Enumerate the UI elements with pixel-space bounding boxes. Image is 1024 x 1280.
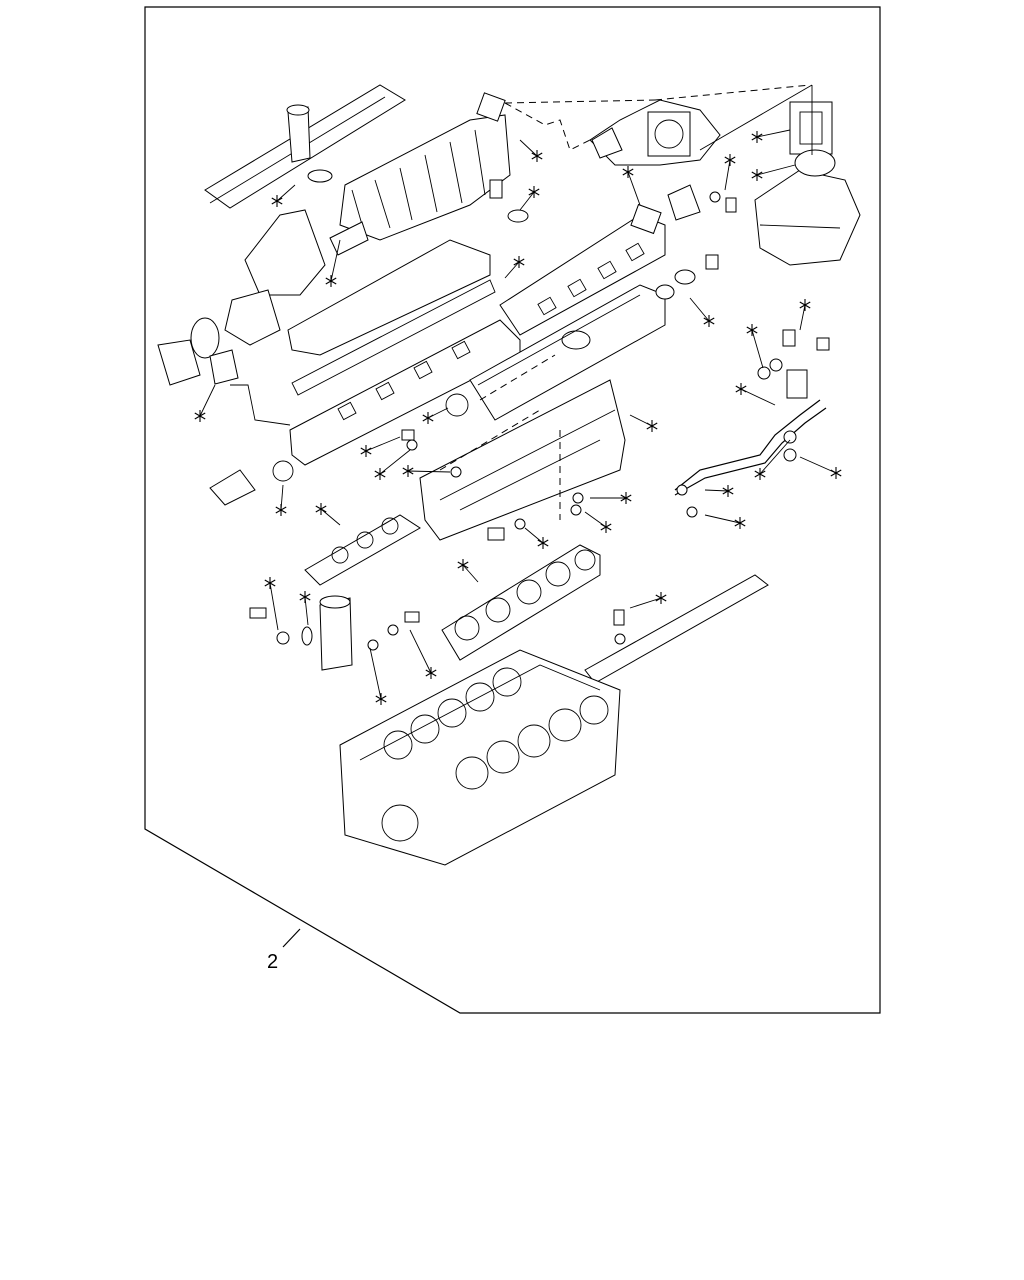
- marker-leader: [369, 647, 382, 700]
- marker-leader: [799, 304, 806, 331]
- marker-leader: [751, 329, 764, 369]
- leader-line: [699, 84, 813, 155]
- oil-filter: [319, 595, 353, 671]
- marker-leader: [280, 484, 284, 511]
- marker-leader: [407, 470, 451, 473]
- intake-elbow: [589, 99, 721, 221]
- cover-gasket: [287, 239, 496, 396]
- marker-leader: [689, 297, 710, 322]
- asterisk-markers: [194, 129, 842, 705]
- marker-leader: [756, 164, 796, 176]
- dashed-leader: [654, 84, 811, 101]
- leader-line: [230, 384, 291, 426]
- marker-leader: [740, 388, 776, 406]
- fuel-line: [674, 369, 827, 518]
- marker-leader: [704, 489, 729, 492]
- air-filter-housing: [754, 101, 861, 266]
- marker-leader: [409, 629, 432, 674]
- cylinder-head: [419, 379, 626, 541]
- exhaust-pipe: [157, 209, 326, 386]
- marker-leader: [330, 239, 341, 282]
- marker-leader: [629, 414, 653, 427]
- intake-manifold: [329, 92, 511, 256]
- hardware: [209, 179, 830, 651]
- camshaft: [584, 574, 769, 684]
- marker-leader: [379, 449, 411, 475]
- diagram-frame: [144, 6, 881, 1014]
- marker-leader: [504, 261, 520, 279]
- marker-leader: [584, 511, 607, 528]
- marker-leader: [724, 159, 731, 191]
- marker-leader: [756, 129, 791, 138]
- valve-cover: [469, 284, 666, 421]
- marker-leader: [629, 597, 662, 609]
- marker-leader: [519, 139, 538, 157]
- dashed-leader: [504, 99, 656, 104]
- marker-leader: [276, 184, 296, 202]
- exhaust-manifold: [499, 203, 666, 336]
- marker-leader: [199, 384, 216, 417]
- marker-leader: [320, 508, 341, 526]
- dashed-leader: [439, 354, 561, 520]
- head-gasket: [441, 544, 601, 661]
- callout-number: 2: [267, 951, 278, 973]
- marker-leader: [759, 439, 791, 475]
- marker-leader: [462, 564, 479, 583]
- marker-leader: [427, 407, 449, 419]
- marker-leader: [799, 456, 837, 474]
- marker-leader: [627, 171, 641, 206]
- marker-leader: [304, 596, 309, 626]
- marker-leader: [269, 582, 279, 631]
- marker-leader: [365, 436, 401, 452]
- callout-leader: [282, 928, 301, 948]
- dashed-leader: [504, 102, 591, 151]
- marker-leader: [519, 191, 535, 211]
- head-gasket-small: [304, 514, 421, 586]
- marker-leader: [704, 514, 741, 524]
- intake-cover: [204, 84, 406, 209]
- marker-leader: [524, 527, 544, 544]
- engine-block: [339, 649, 621, 866]
